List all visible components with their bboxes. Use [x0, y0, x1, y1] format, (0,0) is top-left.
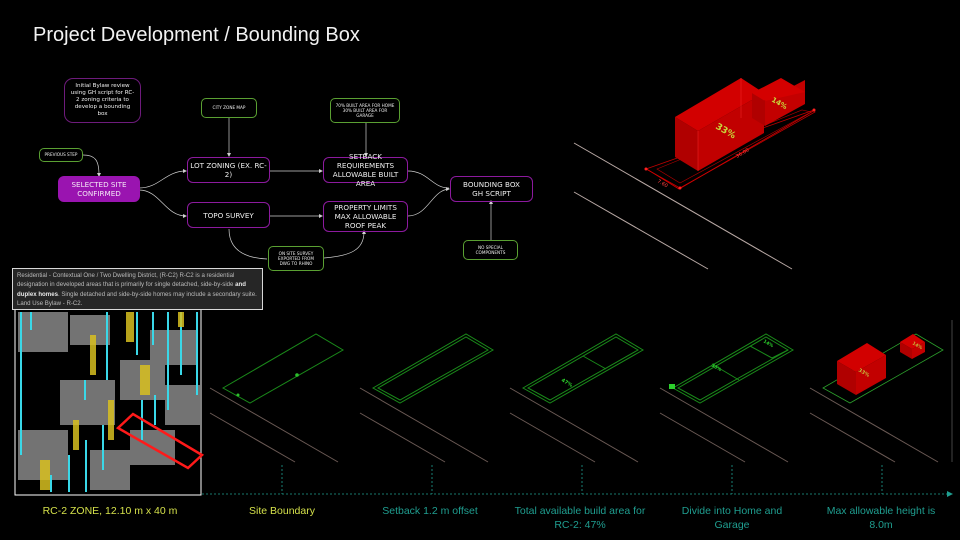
- divide-home-label: 33%: [710, 363, 723, 374]
- home-box-front: [675, 117, 698, 171]
- connector-survey-to-property: [323, 231, 365, 259]
- build-area-inner: [526, 336, 639, 401]
- max-height-garage-label: 14%: [911, 341, 924, 352]
- connector-topo-to-survey: [228, 228, 268, 260]
- arrow-head: [364, 153, 368, 157]
- arrow-head: [362, 230, 366, 234]
- tooltip-text: Residential - Contextual One / Two Dwell…: [17, 272, 235, 289]
- arrow-head: [319, 214, 323, 218]
- built-area-split-node[interactable]: 70% BUILT AREA FOR HOME 30% BUILT AREA F…: [330, 98, 400, 123]
- arrow-head: [183, 214, 187, 218]
- on-site-survey-node[interactable]: ON SITE SURVEY EXPORTED FROM DWG TO RHIN…: [268, 246, 324, 271]
- dim-width-label: 7.60: [656, 179, 669, 190]
- tooltip-source: Land Use Bylaw - R-C2.: [17, 300, 83, 308]
- connector-setback-to-bbox: [407, 170, 450, 189]
- caption-rc2-zone: RC-2 ZONE, 12.10 m x 40 m: [42, 505, 178, 517]
- arrow-head: [97, 173, 101, 177]
- arrow-head: [489, 200, 493, 204]
- garage-box-front: [752, 93, 765, 126]
- caption-max-height: Max allowable height is 8.0m: [826, 505, 936, 531]
- connector-site-to-lot: [138, 170, 187, 189]
- selected-site-outline: [115, 412, 205, 470]
- tooltip-bold-text: and duplex homes: [17, 281, 246, 298]
- bounding-box-node[interactable]: BOUNDING BOX GH SCRIPT: [450, 176, 533, 202]
- max-height-home-side: [856, 355, 886, 395]
- max-height-home-top: [837, 343, 886, 372]
- caption-setback: Setback 1.2 m offset: [382, 505, 478, 517]
- no-special-components-node[interactable]: NO SPECIAL COMPONENTS: [463, 240, 518, 260]
- arrow-head: [183, 169, 187, 173]
- topo-survey-node[interactable]: TOPO SURVEY: [187, 202, 270, 228]
- max-height-home-label: 33%: [857, 368, 870, 379]
- zoning-tooltip: Residential - Contextual One / Two Dwell…: [12, 268, 263, 310]
- city-zone-map-node[interactable]: CITY ZONE MAP: [201, 98, 257, 118]
- caption-divide: Divide into Home and Garage: [681, 505, 783, 531]
- caption-build-area: Total available build area for RC-2: 47%: [514, 505, 646, 531]
- arrow-head: [446, 187, 450, 191]
- home-box-top: [675, 78, 764, 131]
- connector-previous-to-site: [82, 154, 100, 176]
- selected-site-node[interactable]: SELECTED SITE CONFIRMED: [58, 176, 140, 202]
- previous-step-node[interactable]: PREVIOUS STEP: [39, 148, 83, 162]
- setback-inner-outline: [376, 336, 489, 401]
- property-limits-node[interactable]: PROPERTY LIMITS MAX ALLOWABLE ROOF PEAK: [323, 201, 408, 232]
- connector-site-to-topo: [138, 189, 187, 217]
- garage-box-top: [752, 78, 805, 101]
- page-title: Project Development / Bounding Box: [33, 24, 360, 46]
- street-line: [573, 191, 709, 270]
- divide-garage-label: 14%: [762, 339, 775, 350]
- max-height-garage-side: [912, 342, 925, 359]
- arrow-head: [319, 169, 323, 173]
- arrow-head: [227, 153, 231, 157]
- tooltip-text-2: . Single detached and side-by-side homes…: [57, 290, 257, 298]
- divide-outer: [671, 333, 794, 404]
- timeline-arrow-icon: [947, 491, 953, 497]
- max-height-garage-top: [900, 334, 925, 349]
- caption-site-boundary: Site Boundary: [249, 505, 315, 517]
- max-height-home-front: [837, 361, 856, 395]
- build-area-outer: [521, 333, 644, 404]
- max-height-garage-front: [900, 342, 912, 359]
- street-line: [573, 142, 793, 270]
- site-boundary-outline: [221, 333, 344, 404]
- bylaw-review-note: Initial Bylaw review using GH script for…: [64, 78, 141, 123]
- build-area-pct-label: 47%: [560, 378, 573, 389]
- lot-zoning-node[interactable]: LOT ZONING (EX. RC-2): [187, 157, 270, 183]
- home-box-side: [698, 93, 764, 171]
- setback-outer-outline: [371, 333, 494, 404]
- connector-property-to-bbox: [407, 188, 450, 217]
